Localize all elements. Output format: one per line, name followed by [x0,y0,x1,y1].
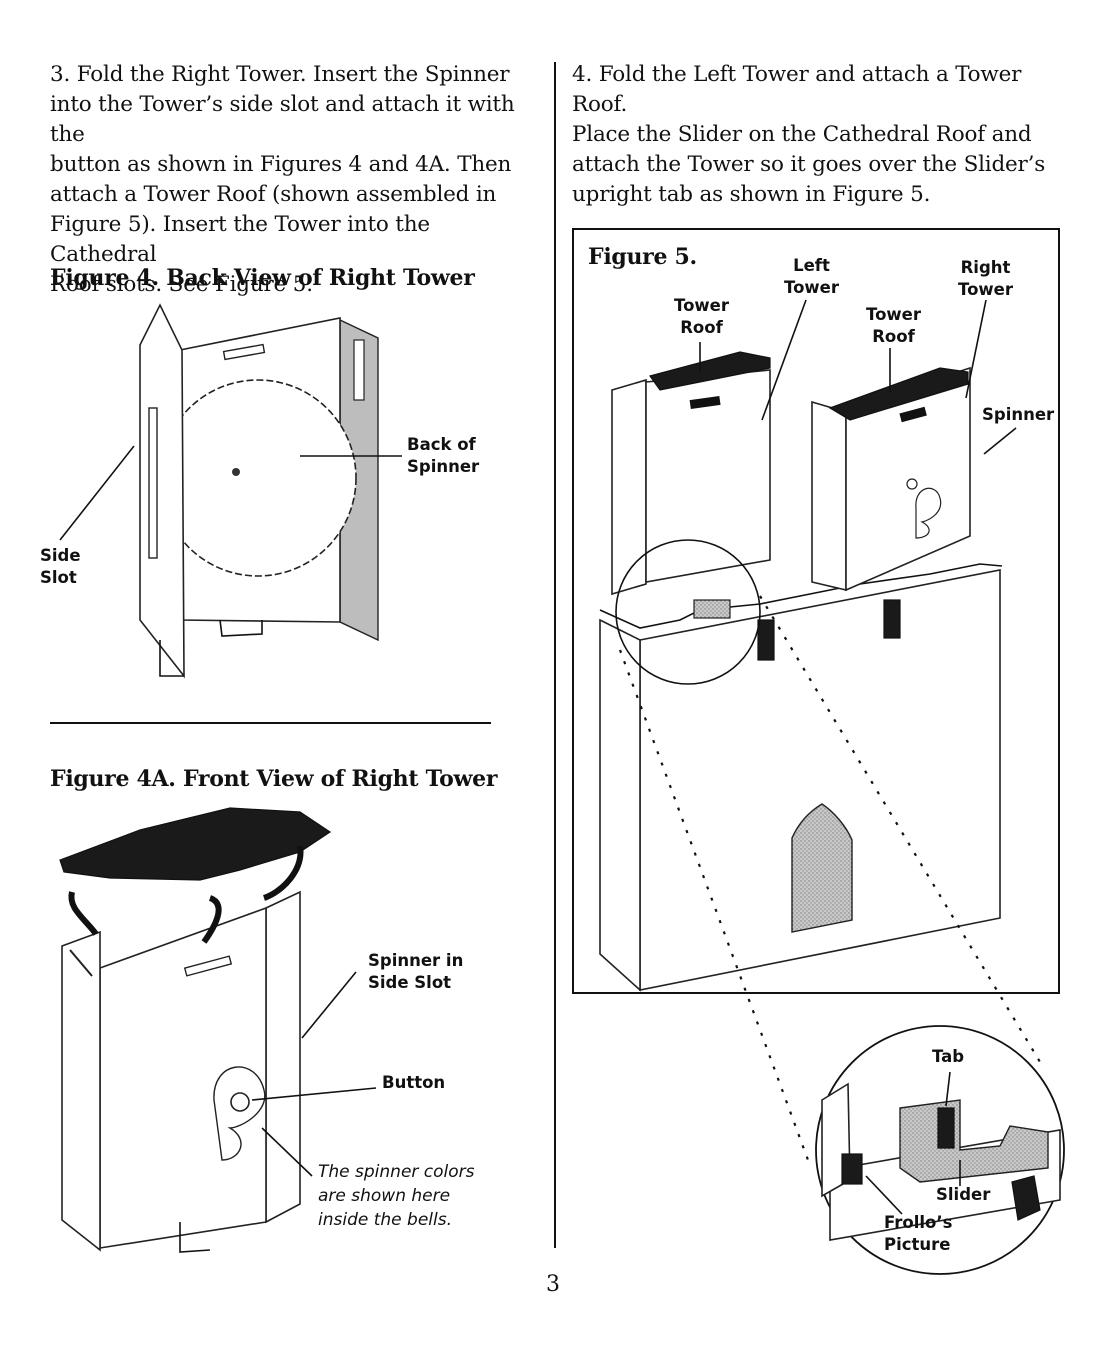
figure-4a-illustration [59,807,332,1253]
figure-4-illustration [139,303,379,679]
label-tower-roof-left: Tower Roof [674,296,729,337]
step-3-line: 3. Fold the Right Tower. Insert the Spin… [50,62,510,87]
figure-4-title: Figure 4. Back View of Right Tower [50,265,475,291]
step-3-line: button as shown in Figures 4 and 4A. The… [50,152,512,177]
step-3-line: attach a Tower Roof (shown assembled in [50,182,497,207]
label-frollos-picture: Frollo’s Picture [884,1213,953,1254]
spinner-colors-note: The spinner colors are shown here inside… [318,1162,475,1230]
label-spinner-in-side-slot: Spinner in Side Slot [368,951,464,992]
figure-5-title: Figure 5. [588,244,697,270]
step-3-line: Figure 5). Insert the Tower into the Cat… [50,212,430,267]
label-button: Button [382,1073,446,1092]
spinner-back [159,379,357,577]
step-4-line: 4. Fold the Left Tower and attach a Towe… [572,62,1022,117]
step-4-line: attach the Tower so it goes over the Sli… [572,152,1046,177]
step-4-instructions: 4. Fold the Left Tower and attach a Towe… [572,60,1072,210]
label-tab: Tab [932,1047,965,1066]
step-4-line: Place the Slider on the Cathedral Roof a… [572,122,1032,147]
step-3-line: Roof slots. See Figure 5. [50,272,313,297]
button-dot [230,1092,250,1112]
step-3-instructions: 3. Fold the Right Tower. Insert the Spin… [50,60,530,300]
label-right-tower: Right Tower [958,258,1013,299]
step-4-line: upright tab as shown in Figure 5. [572,182,931,207]
label-left-tower: Left Tower [784,256,839,297]
figure-5-detail-circle [815,1025,1065,1275]
label-side-slot: Side Slot [40,546,81,587]
step-3-line: into the Tower’s side slot and attach it… [50,92,515,147]
label-slider: Slider [936,1185,991,1204]
figure-4a-title: Figure 4A. Front View of Right Tower [50,766,498,792]
label-spinner: Spinner [982,405,1055,424]
label-tower-roof-right: Tower Roof [866,305,921,346]
page-number: 3 [546,1272,560,1297]
figure-5-frame [572,228,1060,994]
label-back-of-spinner: Back of Spinner [407,435,480,476]
figure-5-illustration [599,351,1003,992]
